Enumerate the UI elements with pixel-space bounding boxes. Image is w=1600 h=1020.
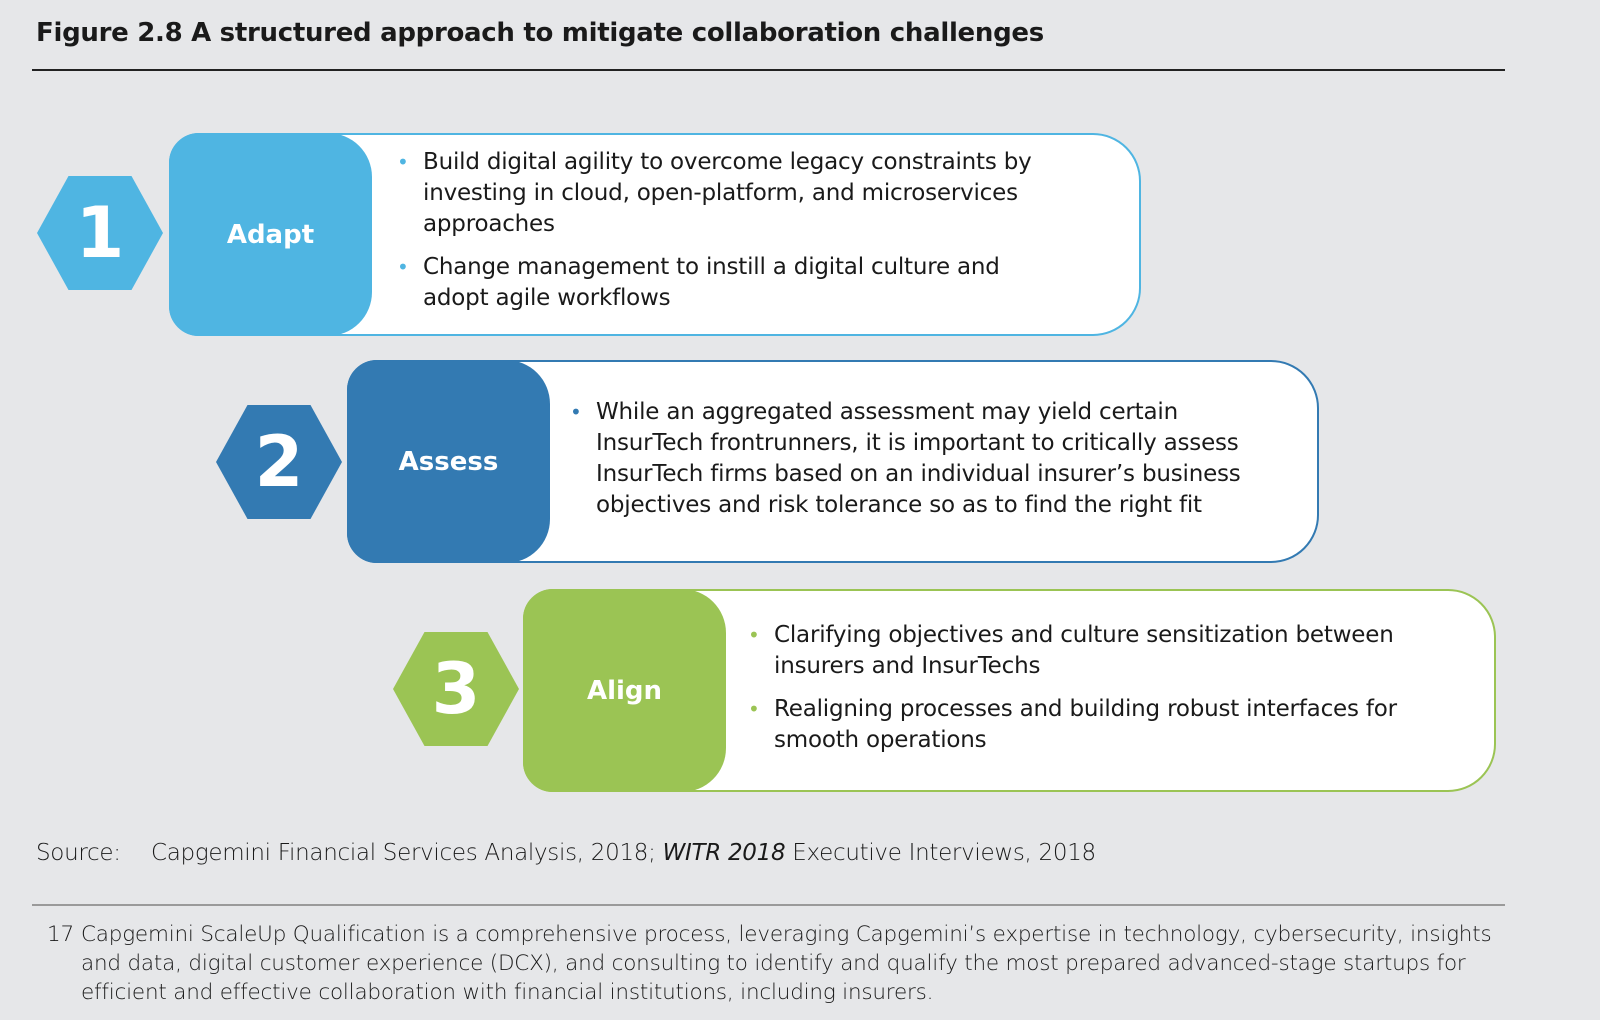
source-note: Source: Capgemini Financial Services Anal… [36,840,1096,866]
bullet-icon: • [570,400,582,424]
step-number-hexagon: 1 [37,176,163,290]
bullet-text: Clarifying objectives and culture sensit… [774,622,1394,679]
title-divider [32,69,1505,71]
bullet-text: While an aggregated assessment may yield… [596,399,1241,518]
bullet-item: • Realigning processes and building robus… [746,694,1446,756]
step-label: Adapt [169,133,372,336]
bullet-list: • Build digital agility to overcome legac… [395,147,1055,326]
bullet-text: Realigning processes and building robust… [774,696,1397,753]
bullet-text: Build digital agility to overcome legacy… [423,149,1032,237]
source-label: Source: [36,840,121,866]
source-text-post: Executive Interviews, 2018 [785,840,1096,866]
bullet-item: • Clarifying objectives and culture sensi… [746,620,1446,682]
footnote: 17 Capgemini ScaleUp Qualification is a … [47,920,1507,1007]
figure-title: Figure 2.8 A structured approach to miti… [36,18,1044,48]
source-italic: WITR 2018 [662,840,786,866]
bullet-icon: • [397,150,409,174]
bullet-list: • While an aggregated assessment may yiel… [568,397,1288,533]
bullet-list: • Clarifying objectives and culture sensi… [746,620,1446,768]
bullet-icon: • [748,697,760,721]
step-number-hexagon: 3 [393,632,519,746]
step-number-hexagon: 2 [216,405,342,519]
bullet-icon: • [748,623,760,647]
source-text: Capgemini Financial Services Analysis, 2… [151,840,663,866]
footnote-text: Capgemini ScaleUp Qualification is a com… [81,922,1492,1005]
footnote-number: 17 [47,922,74,947]
bullet-text: Change management to instill a digital c… [423,254,1000,311]
bullet-item: • While an aggregated assessment may yiel… [568,397,1288,521]
bullet-item: • Build digital agility to overcome legac… [395,147,1055,240]
step-label: Align [523,589,726,792]
bullet-icon: • [397,255,409,279]
step-label: Assess [347,360,550,563]
footnote-divider [32,904,1505,906]
bullet-item: • Change management to instill a digital … [395,252,1055,314]
